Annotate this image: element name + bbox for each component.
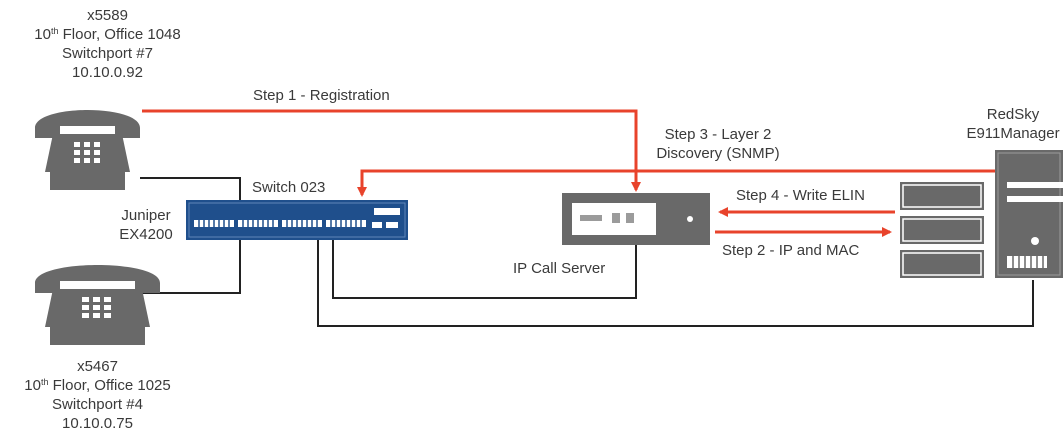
- phone-bottom-switchport: Switchport #4: [52, 396, 143, 413]
- phone-top-location: 10th Floor, Office 1048: [34, 26, 181, 43]
- call-server-label: IP Call Server: [513, 260, 606, 277]
- step3-line2: Discovery (SNMP): [656, 145, 780, 162]
- server-stack-icon: [900, 182, 984, 278]
- step4-label: Step 4 - Write ELIN: [736, 187, 865, 204]
- step1-label: Step 1 - Registration: [253, 87, 390, 104]
- manager-tower-icon: [995, 150, 1063, 278]
- link-switch-callserver: [332, 238, 637, 299]
- step-arrows: [142, 109, 995, 237]
- switch-vendor: Juniper: [121, 207, 171, 224]
- switch-model: EX4200: [119, 226, 173, 243]
- juniper-switch-icon: [186, 200, 408, 240]
- phone-bottom-location: 10th Floor, Office 1025: [24, 377, 171, 394]
- phone-bottom-extension: x5467: [77, 358, 118, 375]
- step3-label: Step 3 - Layer 2 Discovery (SNMP): [628, 125, 808, 163]
- phone-bottom-icon: [35, 265, 160, 345]
- step3-arrow: [357, 169, 995, 197]
- link-switch-manager: [317, 238, 1034, 327]
- phone-bottom-ip: 10.10.0.75: [62, 415, 133, 432]
- phone-top-label: x5589 10th Floor, Office 1048 Switchport…: [0, 6, 215, 82]
- phone-top-switchport: Switchport #7: [62, 45, 153, 62]
- step1-arrow: [142, 109, 641, 192]
- step2-label: Step 2 - IP and MAC: [722, 242, 860, 259]
- call-server-icon: [562, 193, 710, 245]
- phone-bottom-label: x5467 10th Floor, Office 1025 Switchport…: [0, 357, 195, 433]
- phone-top-ip: 10.10.0.92: [72, 64, 143, 81]
- manager-label: RedSky E911Manager: [963, 105, 1063, 143]
- link-phone-bottom-switch: [140, 240, 241, 294]
- phone-top-extension: x5589: [87, 7, 128, 24]
- switch-name: Switch 023: [252, 179, 326, 196]
- manager-line2: E911Manager: [966, 125, 1060, 142]
- switch-vendor-label: Juniper EX4200: [106, 206, 186, 244]
- manager-line1: RedSky: [986, 106, 1040, 123]
- step3-line1: Step 3 - Layer 2: [664, 126, 772, 143]
- phone-top-icon: [35, 110, 140, 190]
